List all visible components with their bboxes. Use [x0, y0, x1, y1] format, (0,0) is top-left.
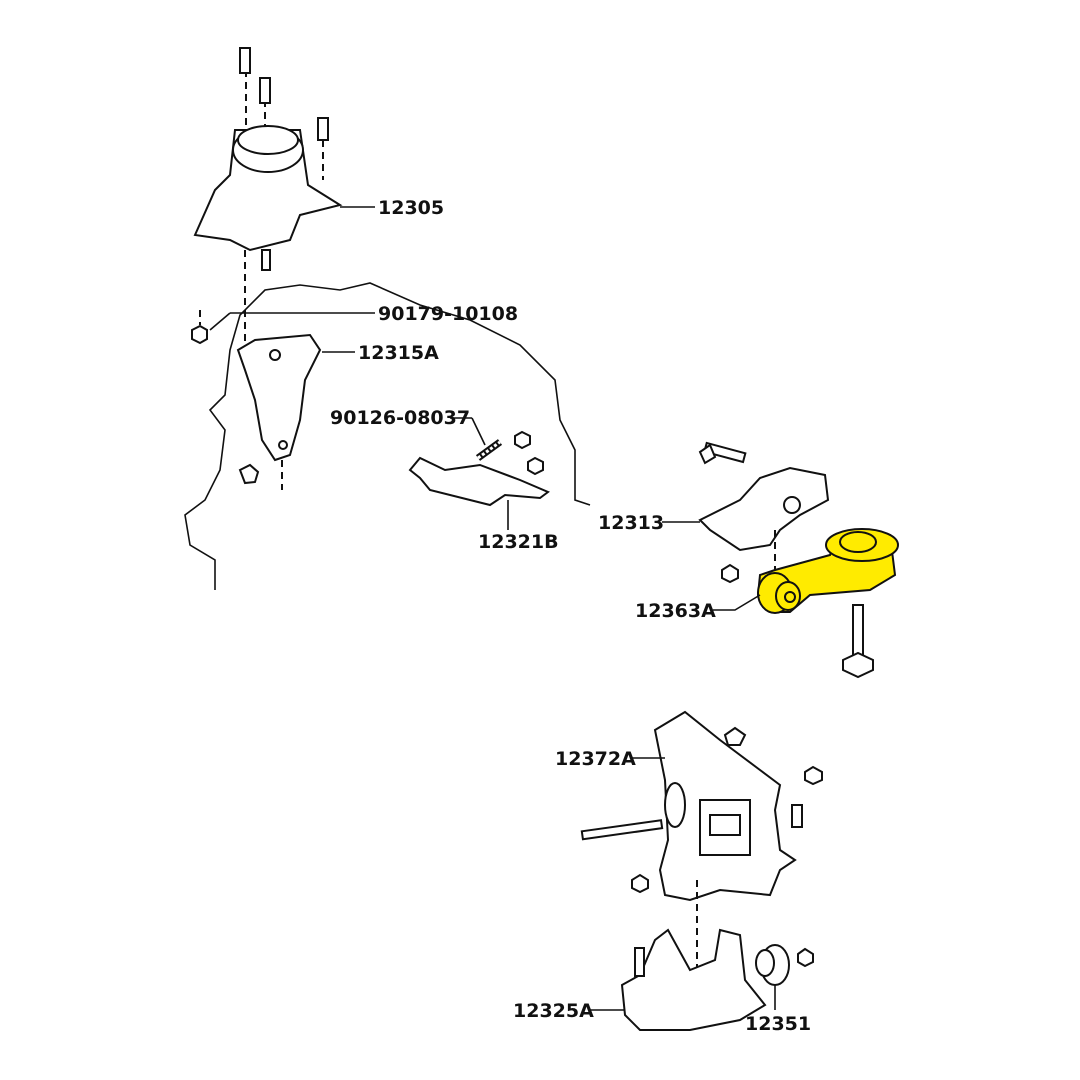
part-12372A-lower-bracket[interactable]: [580, 710, 823, 990]
label-12313: 12313: [598, 512, 664, 534]
label-12372A: 12372A: [555, 748, 636, 770]
label-90126-08037: 90126-08037: [330, 407, 470, 429]
label-12321B: 12321B: [478, 531, 559, 553]
engine-outline: [184, 282, 591, 590]
label-12363A: 12363A: [635, 600, 716, 622]
part-12321B-bracket[interactable]: [408, 456, 550, 507]
part-90126-08037-stud[interactable]: [475, 430, 544, 476]
part-12315A-bracket[interactable]: [236, 333, 322, 490]
part-12325A-bracket[interactable]: [620, 928, 767, 1031]
label-12325A: 12325A: [513, 1000, 594, 1022]
part-12305-upper-engine-mount[interactable]: [193, 47, 343, 345]
part-12363A-torque-rod[interactable]: [756, 528, 899, 679]
part-90179-10108-bolt[interactable]: [191, 310, 208, 345]
label-90179-10108: 90179-10108: [378, 303, 518, 325]
label-12305: 12305: [378, 197, 444, 219]
part-12313-bracket[interactable]: [698, 441, 830, 584]
label-12351: 12351: [745, 1013, 811, 1035]
part-12351-bushing[interactable]: [755, 944, 814, 986]
label-12315A: 12315A: [358, 342, 439, 364]
